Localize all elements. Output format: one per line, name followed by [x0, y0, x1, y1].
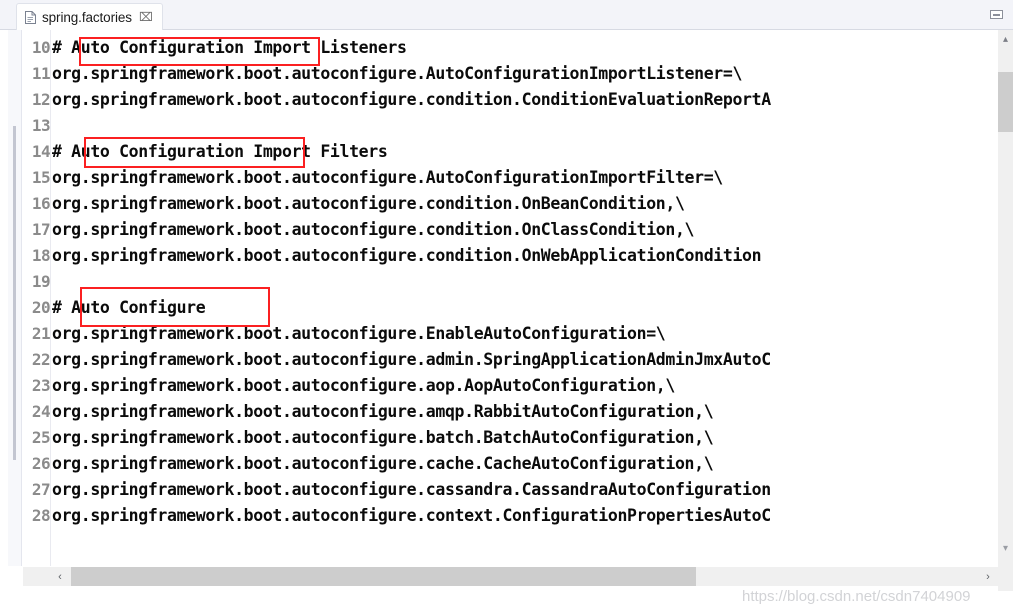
code-line[interactable]: # Auto Configuration Import Filters [52, 142, 388, 161]
scroll-right-icon[interactable]: › [986, 570, 990, 583]
code-line[interactable]: org.springframework.boot.autoconfigure.c… [52, 480, 771, 499]
line-number: 24 [31, 402, 51, 421]
tab-label: spring.factories [42, 9, 132, 25]
line-number-gutter: 10 11 12 13 14 15 16 17 18 19 20 21 22 23 24 25 26 27 28 [23, 30, 51, 566]
line-number: 11 [31, 64, 51, 83]
marker-bar[interactable] [8, 30, 22, 566]
minimize-icon[interactable] [990, 10, 1003, 19]
tab-spring-factories[interactable]: spring.factories ⌧ [16, 3, 163, 30]
line-number: 17 [31, 220, 51, 239]
code-line[interactable]: org.springframework.boot.autoconfigure.c… [52, 90, 771, 109]
code-line[interactable]: org.springframework.boot.autoconfigure.a… [52, 350, 771, 369]
file-icon [25, 10, 36, 24]
line-number: 26 [31, 454, 51, 473]
line-number: 27 [31, 480, 51, 499]
scroll-down-icon[interactable]: ▾ [1002, 543, 1009, 554]
code-line[interactable]: org.springframework.boot.autoconfigure.b… [52, 428, 714, 447]
left-frame [0, 30, 8, 591]
code-line[interactable]: org.springframework.boot.autoconfigure.A… [52, 64, 743, 83]
line-number: 19 [31, 272, 51, 291]
line-number: 22 [31, 350, 51, 369]
line-number: 20 [31, 298, 51, 317]
code-line[interactable]: # Auto Configuration Import Listeners [52, 38, 407, 57]
vertical-scrollbar[interactable] [998, 30, 1013, 591]
code-line[interactable]: org.springframework.boot.autoconfigure.a… [52, 402, 714, 421]
code-line[interactable]: org.springframework.boot.autoconfigure.c… [52, 454, 714, 473]
code-line[interactable]: org.springframework.boot.autoconfigure.E… [52, 324, 666, 343]
change-marker [13, 126, 16, 460]
scroll-up-icon[interactable]: ▴ [1002, 34, 1009, 45]
code-line[interactable]: org.springframework.boot.autoconfigure.c… [52, 246, 762, 265]
code-line[interactable] [52, 269, 998, 295]
line-number: 15 [31, 168, 51, 187]
line-number: 25 [31, 428, 51, 447]
line-number: 18 [31, 246, 51, 265]
tab-strip: spring.factories ⌧ [0, 0, 1013, 30]
line-number: 12 [31, 90, 51, 109]
line-number: 14 [31, 142, 51, 161]
vertical-scrollbar-thumb[interactable] [998, 72, 1013, 132]
horizontal-scrollbar-thumb[interactable] [71, 567, 696, 586]
code-line[interactable]: org.springframework.boot.autoconfigure.c… [52, 506, 771, 525]
code-line[interactable]: # Auto Configure [52, 298, 206, 317]
code-line[interactable] [52, 113, 998, 139]
scroll-left-icon[interactable]: ‹ [49, 567, 71, 586]
line-number: 23 [31, 376, 51, 395]
line-number: 21 [31, 324, 51, 343]
line-number: 13 [31, 116, 51, 135]
line-number: 16 [31, 194, 51, 213]
line-number: 28 [31, 506, 51, 525]
code-line[interactable]: org.springframework.boot.autoconfigure.c… [52, 194, 685, 213]
close-icon[interactable]: ⌧ [138, 10, 153, 24]
code-line[interactable]: org.springframework.boot.autoconfigure.a… [52, 376, 675, 395]
line-number: 10 [31, 38, 51, 57]
code-line[interactable]: org.springframework.boot.autoconfigure.c… [52, 220, 695, 239]
code-line[interactable]: org.springframework.boot.autoconfigure.A… [52, 168, 723, 187]
editor-body: 10 11 12 13 14 15 16 17 18 19 20 21 22 23 24 25 26 27 28 #… [0, 30, 1013, 605]
code-area[interactable]: # Auto Configuration Import Listeners org… [52, 30, 998, 566]
